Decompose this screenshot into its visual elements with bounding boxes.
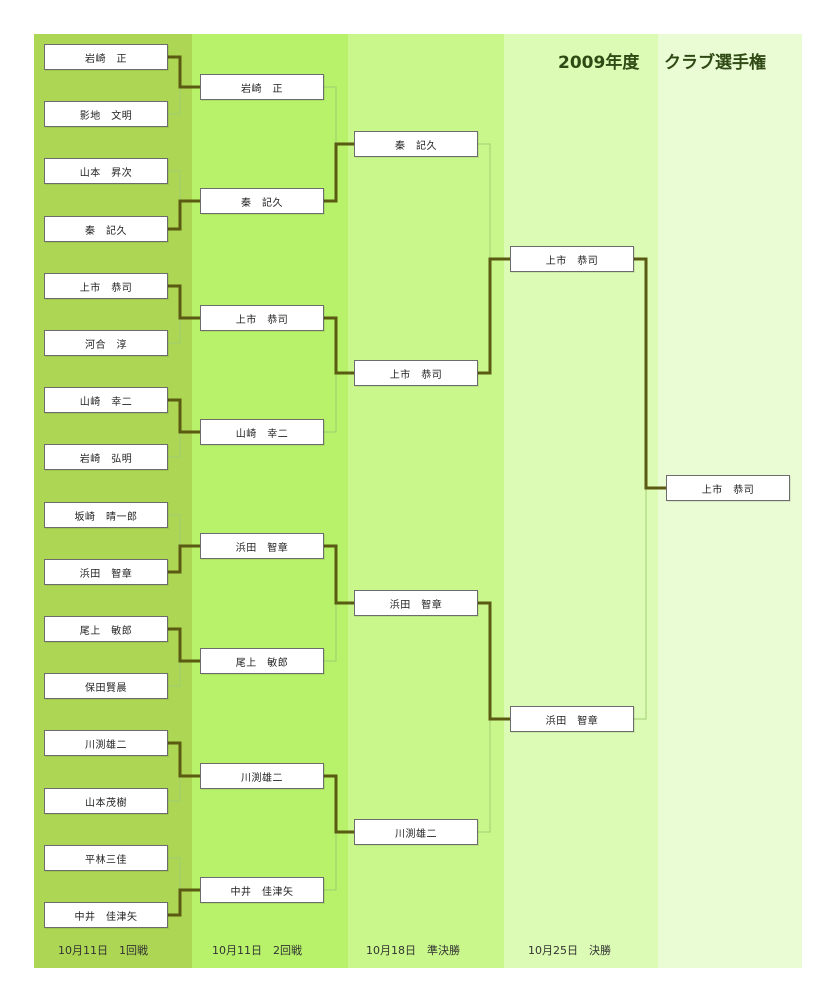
round1-player-9: 坂崎 晴一郎 (44, 502, 168, 528)
round2-column (192, 34, 348, 968)
round1-player-13: 川渕雄二 (44, 730, 168, 756)
tournament-title: クラブ選手権 (664, 53, 766, 73)
final-column (504, 34, 658, 968)
round2-player-2: 秦 記久 (200, 188, 324, 214)
round-label-final: 10月25日 決勝 (528, 944, 611, 957)
round-label-2: 10月11日 2回戦 (212, 944, 302, 957)
round1-player-15: 平林三佳 (44, 845, 168, 871)
semifinal-player-2: 上市 恭司 (354, 360, 478, 386)
semifinal-player-4: 川渕雄二 (354, 819, 478, 845)
round1-player-1: 岩崎 正 (44, 44, 168, 70)
tournament-year: 2009年度 (558, 53, 640, 73)
round2-player-8: 中井 佳津矢 (200, 877, 324, 903)
champion-column (658, 34, 802, 968)
round1-player-6: 河合 淳 (44, 330, 168, 356)
champion-player-1: 上市 恭司 (666, 475, 790, 501)
round1-player-11: 尾上 敏郎 (44, 616, 168, 642)
round1-player-3: 山本 昇次 (44, 158, 168, 184)
final-player-2: 浜田 智章 (510, 706, 634, 732)
semifinal-player-1: 秦 記久 (354, 131, 478, 157)
round2-player-4: 山崎 幸二 (200, 419, 324, 445)
round1-player-7: 山崎 幸二 (44, 387, 168, 413)
round2-player-5: 浜田 智章 (200, 533, 324, 559)
round1-player-5: 上市 恭司 (44, 273, 168, 299)
round2-player-7: 川渕雄二 (200, 763, 324, 789)
round2-player-1: 岩崎 正 (200, 74, 324, 100)
round2-player-6: 尾上 敏郎 (200, 648, 324, 674)
round1-player-8: 岩崎 弘明 (44, 444, 168, 470)
round2-player-3: 上市 恭司 (200, 305, 324, 331)
semifinal-column (348, 34, 504, 968)
round1-player-10: 浜田 智章 (44, 559, 168, 585)
round1-player-4: 秦 記久 (44, 216, 168, 242)
round1-player-14: 山本茂樹 (44, 788, 168, 814)
round-label-semifinal: 10月18日 準決勝 (366, 944, 460, 957)
round1-player-12: 保田賢晨 (44, 673, 168, 699)
round1-player-2: 影地 文明 (44, 101, 168, 127)
round-label-1: 10月11日 1回戦 (58, 944, 148, 957)
final-player-1: 上市 恭司 (510, 246, 634, 272)
round1-player-16: 中井 佳津矢 (44, 902, 168, 928)
semifinal-player-3: 浜田 智章 (354, 590, 478, 616)
